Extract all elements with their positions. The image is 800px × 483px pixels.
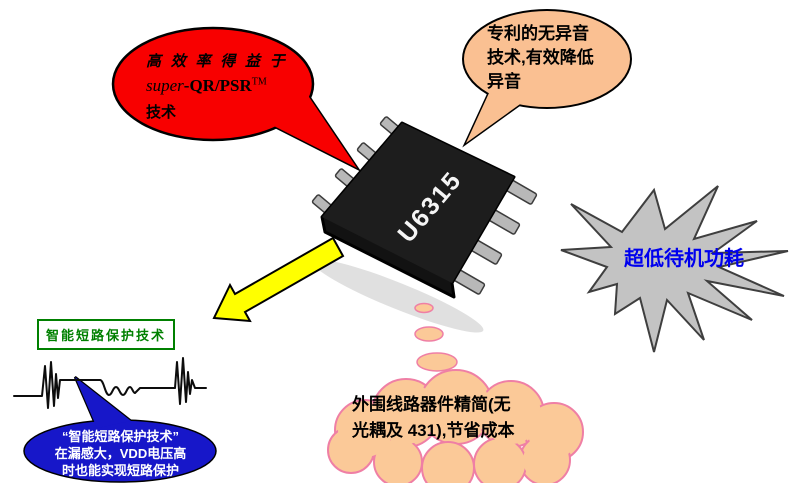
cost-cloud-fill (331, 373, 580, 483)
no-noise-callout-tail-merge (466, 93, 523, 143)
no-noise-line1: 专利的无异音 (487, 24, 589, 43)
no-noise-line2: 技术,有效降低 (487, 48, 594, 67)
efficiency-line1: 高 效 率 得 益 于 (146, 54, 288, 70)
chip-top-face (322, 123, 514, 283)
efficiency-callout-bubble (111, 26, 315, 142)
standby-text: 超低待机功耗 (624, 248, 744, 270)
efficiency-line2-sup: TM (251, 76, 267, 88)
efficiency-line2-italic: super (146, 76, 184, 95)
short-protect-title-box: 智能短路保护技术 (37, 319, 176, 350)
efficiency-callout-text: 高 效 率 得 益 于 super-QR/PSRTM 技术 (146, 50, 316, 122)
thought-dot-large (416, 352, 458, 372)
waveform (13, 357, 207, 409)
no-noise-callout-bubble (462, 9, 632, 109)
cost-text: 外围线路器件精简(无 光耦及 431),节省成本 (352, 392, 590, 444)
standby-starburst (560, 185, 789, 353)
short-detail-line3: 时也能实现短路保护 (61, 463, 179, 478)
short-protect-title: 智能短路保护技术 (46, 328, 167, 343)
efficiency-line2-rest: -QR/PSR (183, 76, 252, 95)
cost-cloud (327, 369, 584, 483)
thought-dot-medium (414, 326, 444, 342)
yellow-arrow-icon (212, 236, 345, 323)
efficiency-line3: 技术 (146, 104, 177, 121)
short-detail-line2: 在漏感大，VDD电压高 (54, 446, 187, 461)
efficiency-callout-tail-merge (262, 94, 357, 168)
short-detail-text: “智能短路保护技术” 在漏感大，VDD电压高 时也能实现短路保护 (28, 428, 213, 479)
cost-line1: 外围线路器件精简(无 (352, 395, 511, 414)
no-noise-callout-text: 专利的无异音 技术,有效降低 异音 (487, 22, 627, 94)
no-noise-line3: 异音 (487, 72, 521, 91)
thought-dot-small (414, 302, 434, 314)
short-detail-callout-tail-merge (75, 377, 131, 428)
efficiency-line2: super-QR/PSRTM (146, 76, 316, 96)
short-detail-line1: “智能短路保护技术” (61, 429, 179, 444)
cost-line2: 光耦及 431),节省成本 (352, 421, 515, 440)
chip-shadow (312, 259, 484, 333)
